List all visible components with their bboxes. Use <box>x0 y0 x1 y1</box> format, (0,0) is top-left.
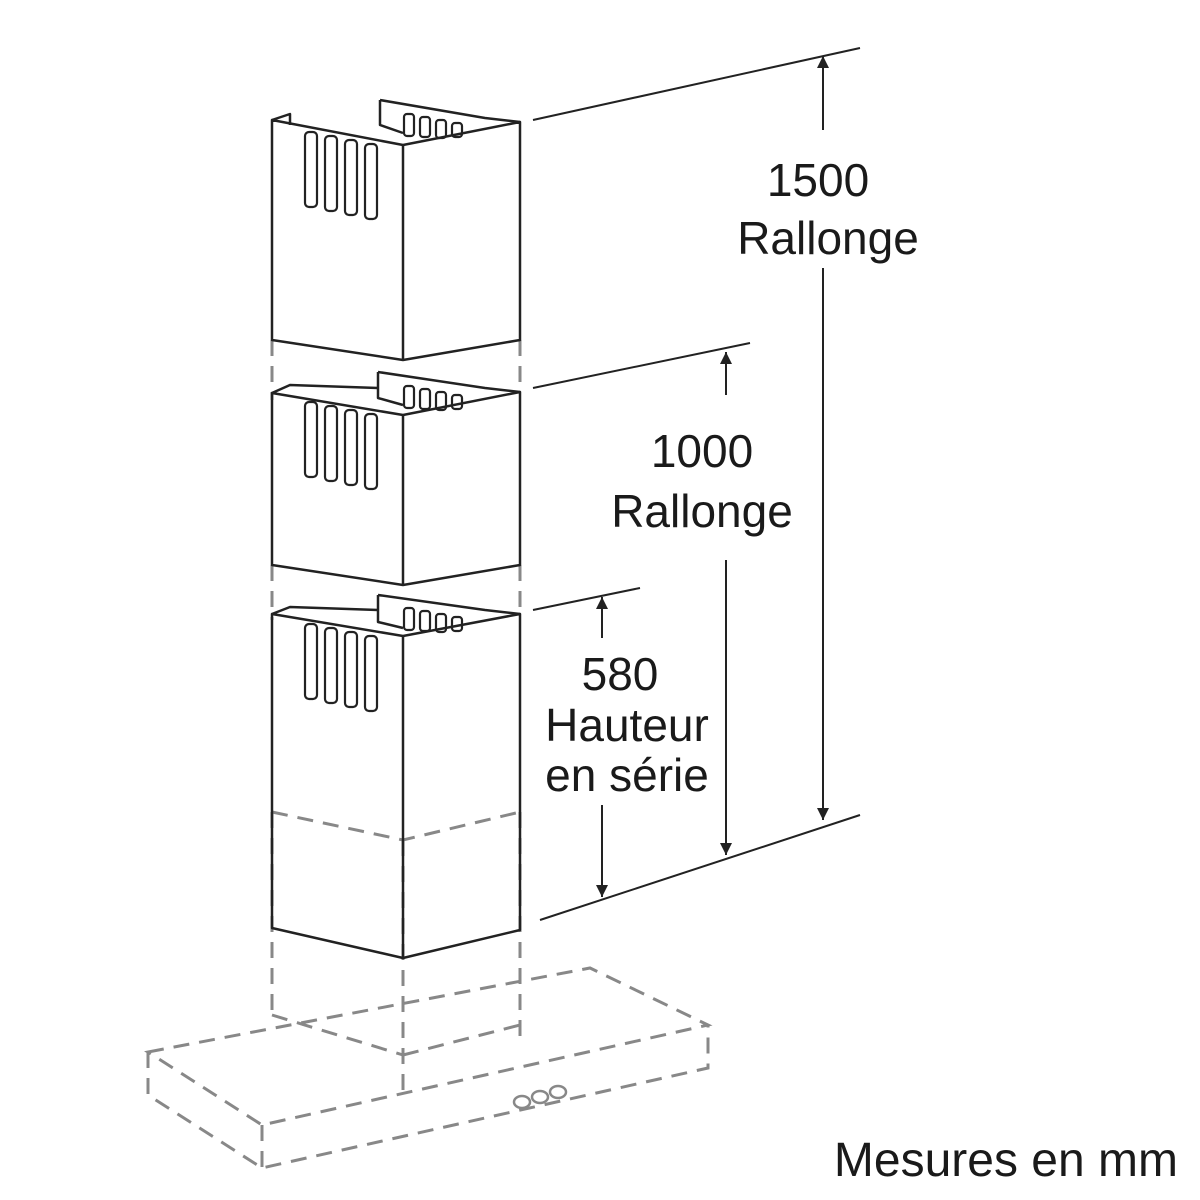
segment-connection-lines <box>270 340 522 620</box>
dim-1000-value: 1000 <box>651 425 753 477</box>
lower-chimney-outline <box>270 810 522 1090</box>
dim-1500-label: Rallonge <box>737 212 919 264</box>
units-note: Mesures en mm <box>834 1134 1178 1187</box>
chimney-segment-standard <box>270 593 522 960</box>
chimney-segment-top <box>270 98 522 362</box>
vent-slots <box>303 384 464 491</box>
dim-1500-value: 1500 <box>767 154 869 206</box>
dim-580-label-line2: en série <box>545 749 709 801</box>
dim-580-label-line1: Hauteur <box>545 699 709 751</box>
vent-slots <box>303 112 464 221</box>
extension-lines <box>532 47 861 921</box>
vent-slots <box>303 606 464 713</box>
hood-canopy-outline <box>144 966 713 1170</box>
chimney-segment-middle <box>270 370 522 587</box>
dim-580-value: 580 <box>582 648 659 700</box>
dim-1000-label: Rallonge <box>611 485 793 537</box>
dimension-arrows <box>596 56 829 897</box>
control-buttons <box>512 1084 568 1110</box>
